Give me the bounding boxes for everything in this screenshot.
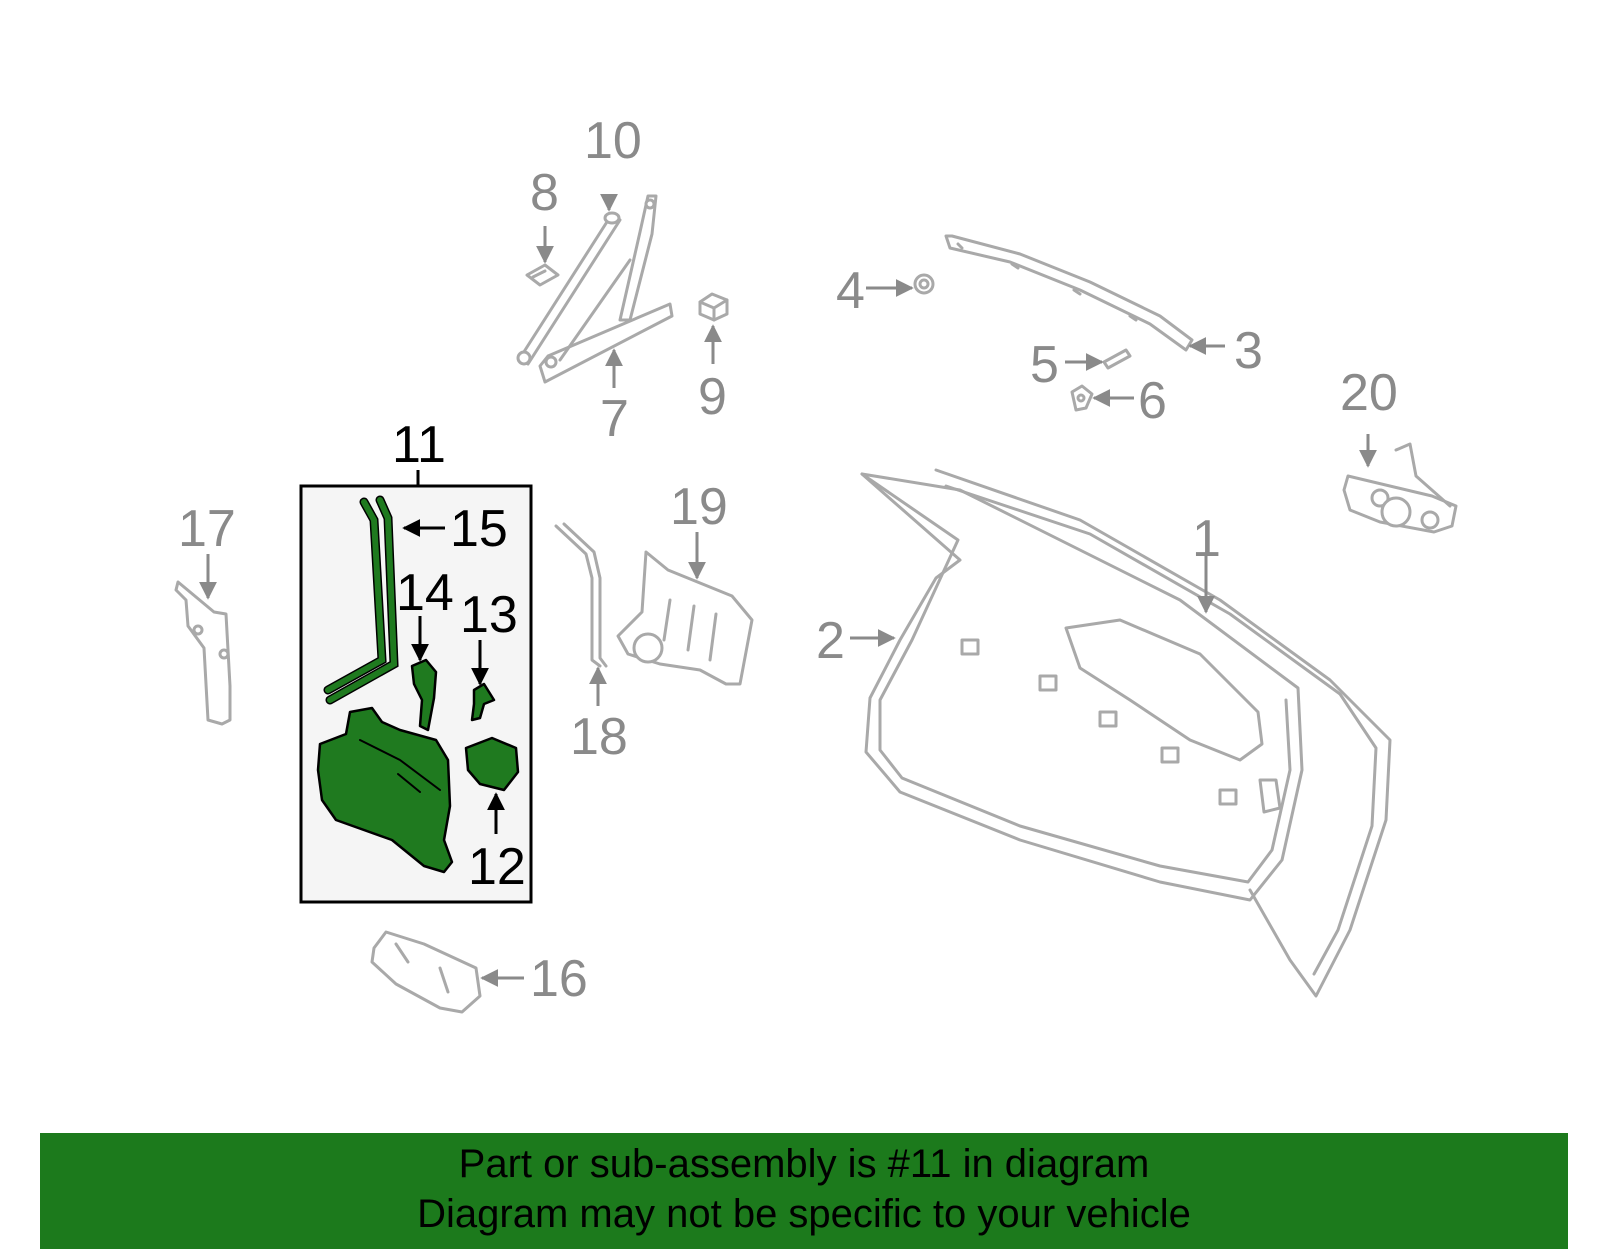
callout-18: 18: [570, 708, 628, 766]
callout-3: 3: [1234, 322, 1263, 380]
part-10-lift-support-strut: [516, 211, 622, 366]
part-9-bumper: [698, 292, 729, 322]
part-12-actuator: [464, 736, 520, 792]
part-20-bracket: [1342, 442, 1458, 534]
banner-line-2: Diagram may not be specific to your vehi…: [417, 1192, 1191, 1236]
callout-16: 16: [530, 950, 588, 1008]
info-banner: Part or sub-assembly is #11 in diagram D…: [40, 1133, 1568, 1249]
callout-7: 7: [600, 390, 629, 448]
part-13-clip: [470, 682, 496, 722]
part-6-grommet: [1070, 384, 1094, 412]
assembly-11-group: [299, 470, 533, 904]
part-8-nut: [525, 263, 560, 287]
callout-12: 12: [468, 838, 526, 896]
callout-9: 9: [698, 368, 727, 426]
callout-20: 20: [1340, 364, 1398, 422]
callout-8: 8: [530, 164, 559, 222]
part-2-inner-panel: [860, 472, 1304, 902]
part-15-rod: [323, 495, 399, 705]
callout-6: 6: [1138, 372, 1167, 430]
part-16-bracket: [370, 930, 482, 1014]
callout-5: 5: [1030, 336, 1059, 394]
callout-10: 10: [584, 112, 642, 170]
part-11-latch: [316, 706, 454, 874]
callout-2: 2: [816, 612, 845, 670]
callout-1: 1: [1192, 510, 1221, 568]
part-5-pin: [1102, 348, 1132, 370]
part-4-clip: [913, 273, 935, 295]
part-17-bracket: [174, 580, 232, 726]
part-14-connector: [410, 658, 438, 732]
part-7-hinge: [538, 194, 674, 384]
part-19-bracket: [616, 550, 754, 686]
callout-15: 15: [450, 500, 508, 558]
callout-11: 11: [392, 416, 446, 474]
callout-13: 13: [460, 586, 518, 644]
part-3-molding: [944, 234, 1194, 352]
callout-17: 17: [178, 500, 236, 558]
callout-arrows: [199, 193, 1377, 987]
callout-4: 4: [836, 262, 865, 320]
part-18-strip: [554, 522, 608, 668]
callout-14: 14: [396, 564, 454, 622]
part-1-trunk-lid: [934, 468, 1392, 998]
banner-line-1: Part or sub-assembly is #11 in diagram: [458, 1142, 1150, 1186]
callout-19: 19: [670, 478, 728, 536]
